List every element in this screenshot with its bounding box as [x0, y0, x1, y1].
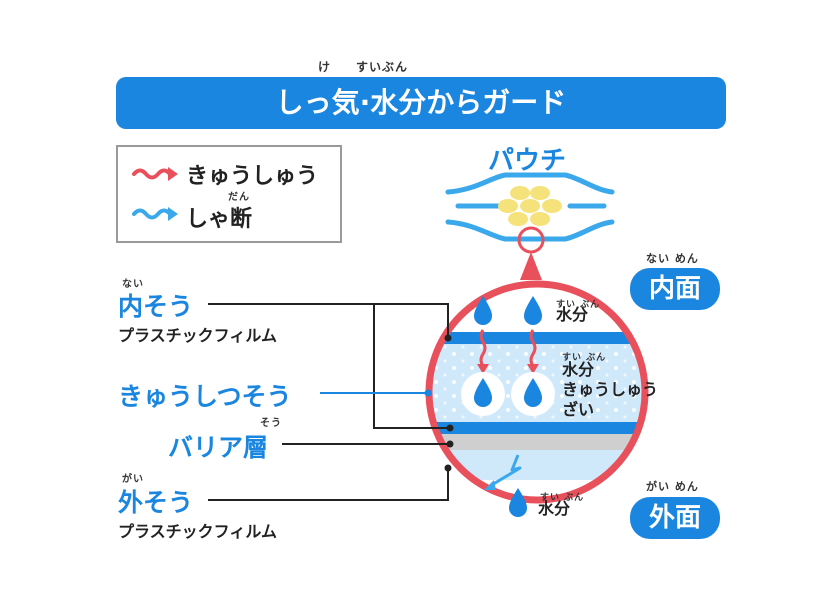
inner-layer-label: 内そう — [118, 292, 194, 321]
circle-absorbent-line2: きゅうしゅう — [562, 380, 659, 399]
inner-layer-sub: プラスチックフィルム — [118, 326, 278, 345]
title-text: しっ気·水分からガード — [275, 86, 567, 119]
pouch-label: パウチ — [488, 146, 567, 176]
circle-water-bottom-furigana: すい ぶん — [540, 493, 585, 503]
absorb-arrow-icon — [529, 329, 537, 367]
absorbent-layer-label: きゅうしつそう — [118, 382, 292, 411]
legend-absorb-label: きゅうしゅう — [186, 164, 319, 189]
legend-box — [116, 145, 342, 243]
absorb-arrow-icon — [132, 168, 172, 180]
water-drop-icon — [474, 296, 492, 325]
barrier-layer-label: バリア層 — [168, 433, 269, 462]
circle-water-top: 水分 — [556, 305, 589, 324]
absorb-arrow-icon — [479, 329, 487, 367]
zoom-pointer — [520, 252, 542, 280]
outer-face-furigana: がい めん — [646, 480, 699, 493]
water-drop-icon — [524, 378, 542, 407]
block-arrow-icon — [132, 208, 172, 220]
water-drop-icon — [509, 488, 527, 517]
water-drop-icon — [474, 378, 492, 407]
barrier-layer-furigana: そう — [260, 418, 282, 429]
inner-face-badge: 内面 — [630, 268, 720, 310]
inner-face-furigana: ない めん — [646, 252, 699, 265]
pouch-illustration — [445, 172, 615, 254]
legend-block-furigana: だん — [228, 192, 250, 203]
circle-absorbent-line3: ざい — [562, 400, 595, 419]
block-arrow-icon — [489, 454, 522, 488]
inner-layer-furigana: ない — [122, 279, 144, 290]
outer-layer-furigana: がい — [122, 474, 144, 485]
legend-arrows — [132, 167, 178, 221]
title-banner: しっ気·水分からガード — [116, 77, 726, 129]
outer-face-badge: 外面 — [630, 497, 720, 539]
circle-absorbent-furigana: すい ぶん — [562, 353, 607, 363]
outer-layer-label: 外そう — [118, 488, 194, 517]
outer-layer-sub: プラスチックフィルム — [118, 522, 278, 541]
leader-lines — [208, 303, 450, 501]
circle-water-bottom: 水分 — [538, 499, 571, 518]
title-furigana-ke: け — [318, 60, 332, 74]
legend-block-label: しゃ断 — [186, 207, 253, 232]
title-furigana-suibun: すいぶん — [356, 60, 409, 74]
circle-water-top-furigana: すい ぶん — [556, 300, 601, 310]
circle-absorbent-line1: 水分 — [562, 360, 595, 379]
water-drop-icon — [524, 296, 542, 325]
